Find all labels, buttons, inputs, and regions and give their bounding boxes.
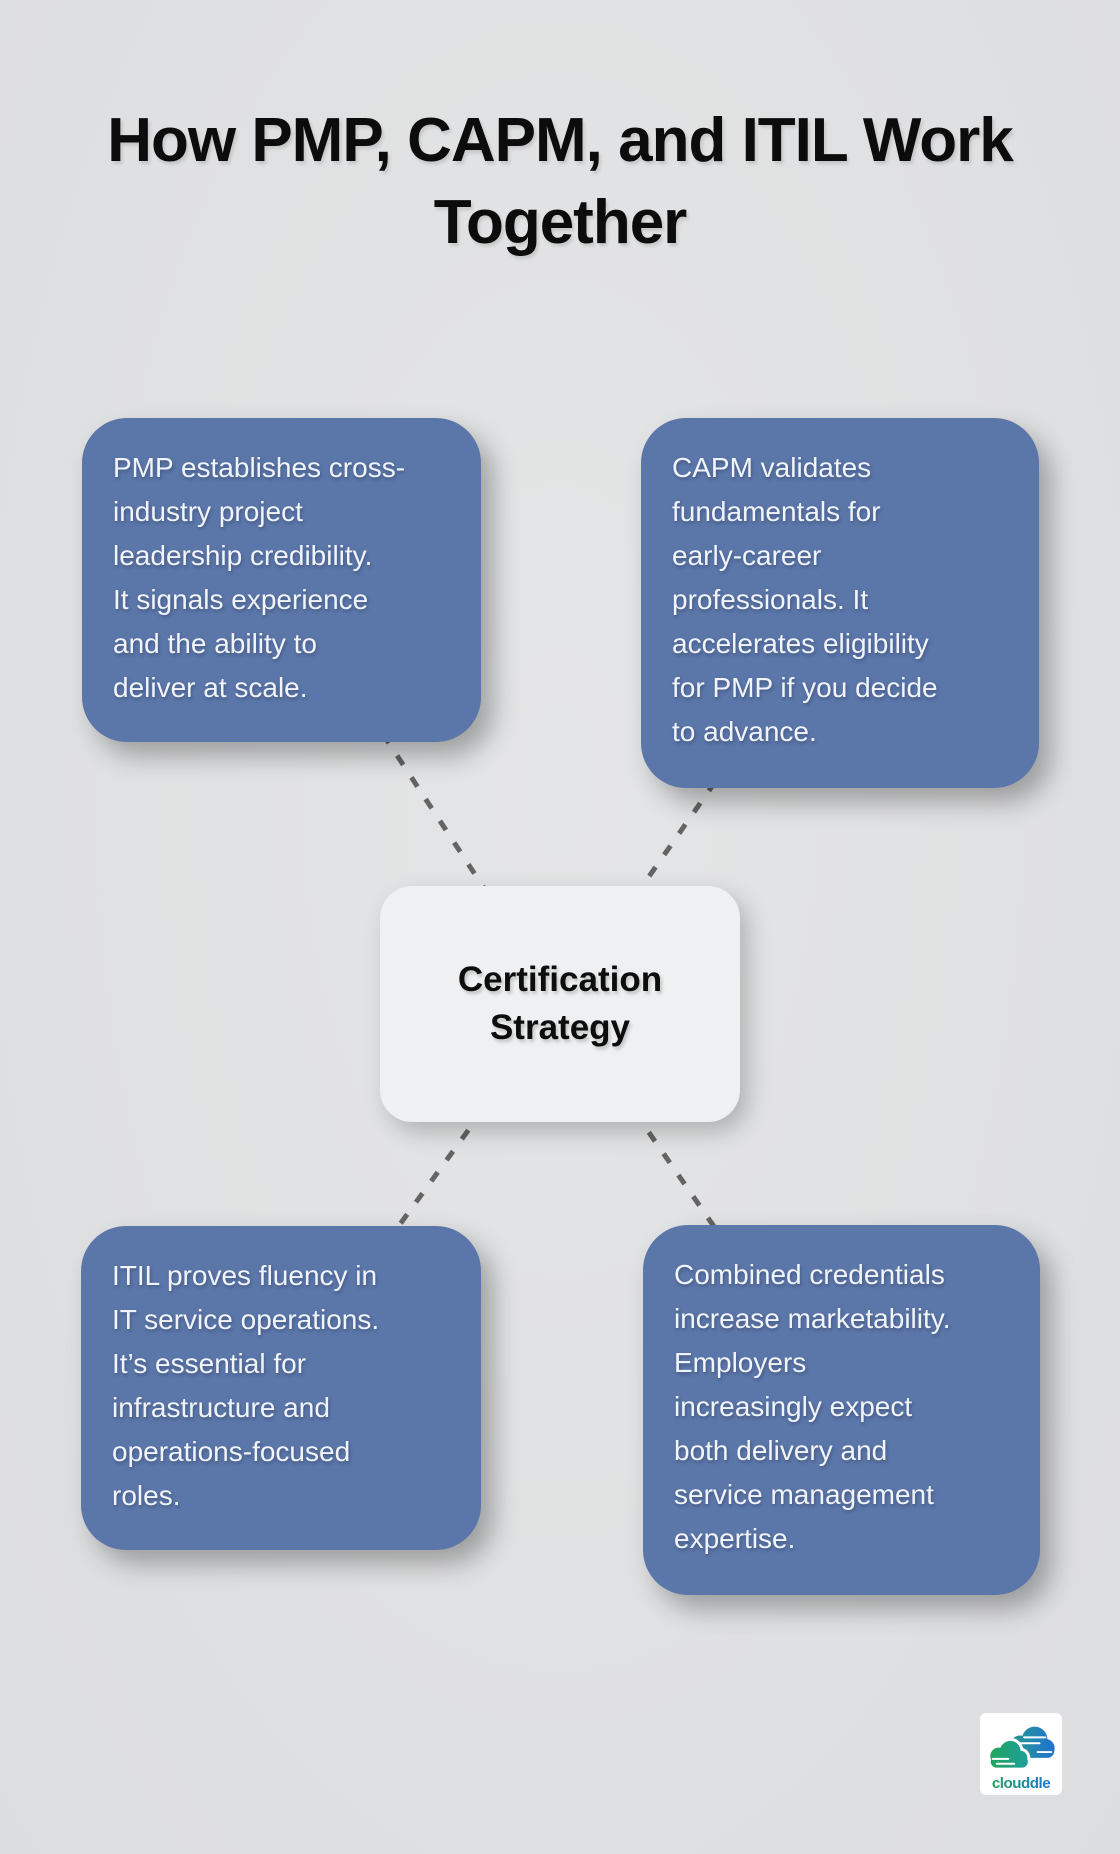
clouddle-logo-icon: clouddle bbox=[987, 1726, 1055, 1792]
page-title: How PMP, CAPM, and ITIL Work Together bbox=[107, 106, 1014, 257]
small-cloud-icon bbox=[990, 1740, 1028, 1768]
node-combined: Combined credentials increase marketabil… bbox=[643, 1225, 1040, 1595]
node-itil: ITIL proves fluency in IT service operat… bbox=[81, 1226, 481, 1550]
node-capm: CAPM validates fundamentals for early-ca… bbox=[641, 418, 1039, 788]
node-pmp: PMP establishes cross- industry project … bbox=[82, 418, 481, 742]
brand-name: clouddle bbox=[992, 1775, 1050, 1792]
brand-logo-card: clouddle bbox=[980, 1713, 1062, 1795]
center-node: Certification Strategy bbox=[380, 886, 740, 1122]
